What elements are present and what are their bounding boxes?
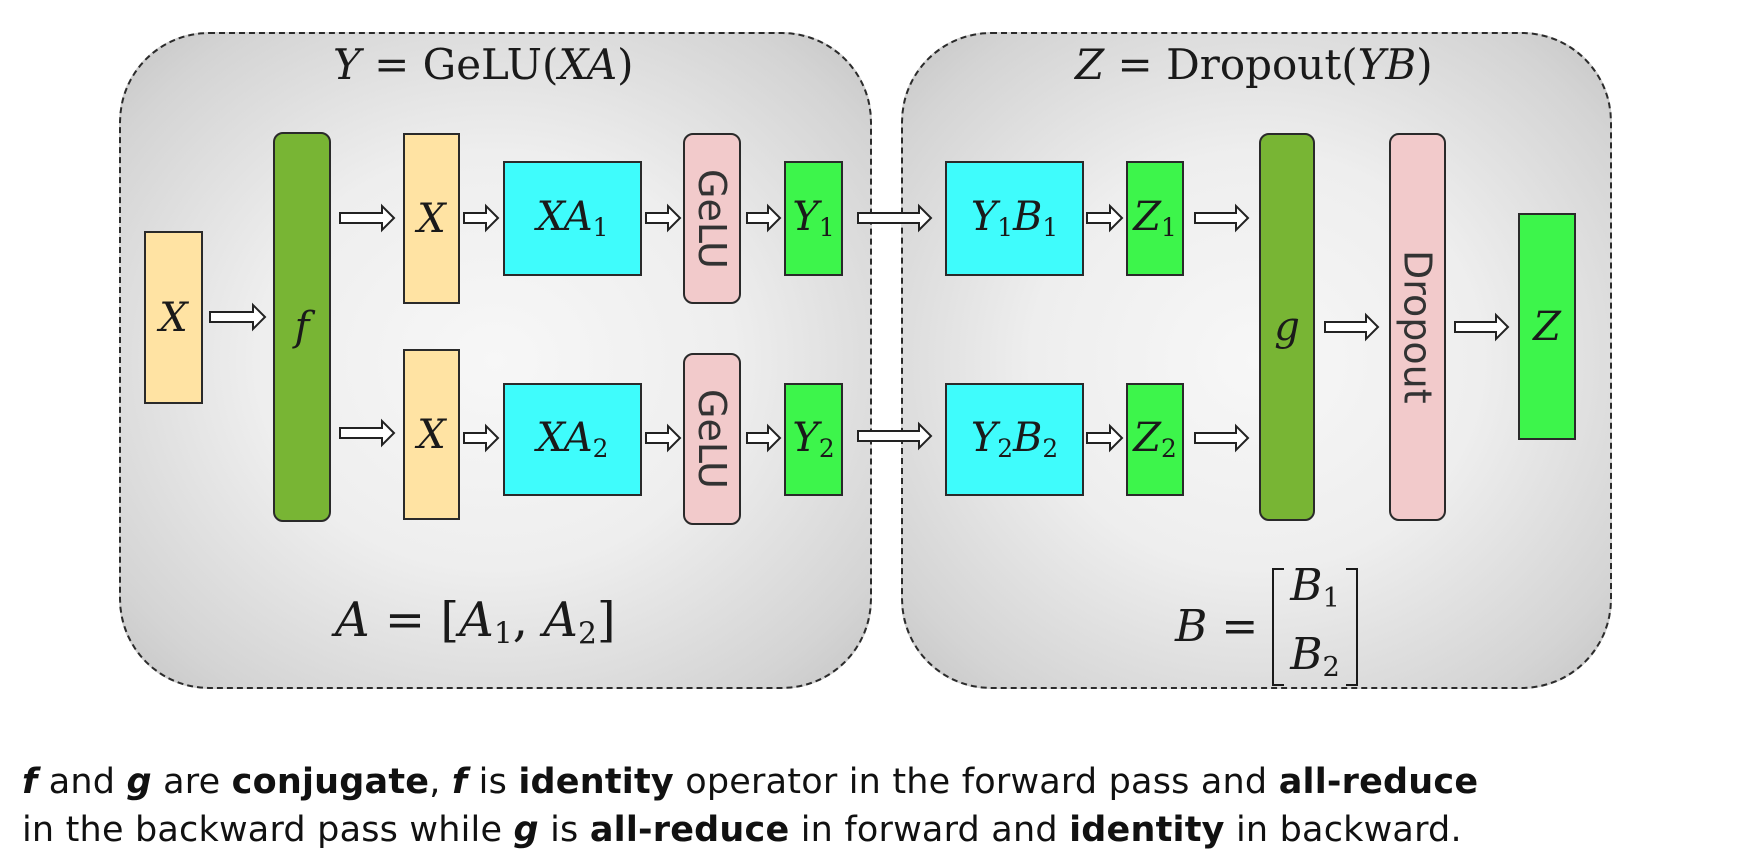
right-panel-title-equation: Z = Dropout(YB) <box>1075 40 1433 89</box>
arrow-y1-to-y1b1 <box>857 203 933 233</box>
gelu-box-2: GeLU <box>683 353 741 525</box>
caption-segment: conjugate <box>231 762 430 802</box>
b-matrix: B1 B2 <box>1272 558 1358 696</box>
eq-symbol: Z <box>1075 40 1105 89</box>
y2-box: Y2 <box>784 383 843 496</box>
arrow-f-to-x2 <box>339 418 396 448</box>
caption-segment: is <box>467 762 519 802</box>
eq-paren: ) <box>1416 40 1433 89</box>
x-copy-box-2: X <box>403 349 460 520</box>
eq-function: GeLU( <box>422 40 559 89</box>
arrow-y2b2-to-z2 <box>1086 423 1124 453</box>
caption-line-1: f and g are conjugate, f is identity ope… <box>22 758 1760 806</box>
arrow-gelu2-to-y2 <box>746 423 782 453</box>
y1-label: Y1 <box>792 194 835 243</box>
eq-argument: XA <box>558 40 618 89</box>
dropout-box: Dropout <box>1389 133 1446 521</box>
caption-segment: g <box>126 762 152 802</box>
x-copy-label: X <box>417 411 446 458</box>
caption-segment: identity <box>1069 810 1225 850</box>
arrow-x-to-f <box>209 302 267 332</box>
z1-label: Z1 <box>1133 194 1177 243</box>
g-operator-box: g <box>1259 133 1315 521</box>
gelu-label: GeLU <box>690 168 734 269</box>
y2-label: Y2 <box>792 415 835 464</box>
x-copy-box-1: X <box>403 133 460 304</box>
y1-box: Y1 <box>784 161 843 276</box>
gelu-label: GeLU <box>690 389 734 489</box>
caption: f and g are conjugate, f is identity ope… <box>22 758 1760 854</box>
arrow-y1b1-to-z1 <box>1086 203 1124 233</box>
eq-operator: = <box>360 40 423 89</box>
caption-segment: all-reduce <box>1278 762 1479 802</box>
eq-paren: ) <box>617 40 634 89</box>
arrow-z2-to-g <box>1194 423 1250 453</box>
arrow-xa1-to-gelu1 <box>645 203 682 233</box>
g-operator-label: g <box>1274 304 1300 350</box>
input-x-label: X <box>159 294 188 341</box>
arrow-y2-to-y2b2 <box>857 421 933 451</box>
dropout-label: Dropout <box>1395 250 1440 404</box>
xa2-matmul-box: XA2 <box>503 383 642 496</box>
input-x-box: X <box>144 231 203 404</box>
caption-segment: is <box>538 810 590 850</box>
y1b1-label: Y1B1 <box>970 194 1059 243</box>
z1-box: Z1 <box>1126 161 1184 276</box>
eq-argument: YB <box>1357 40 1417 89</box>
arrow-x2-to-xa2 <box>463 423 500 453</box>
mlp-second-layer-panel <box>901 32 1612 689</box>
caption-segment: operator in the forward pass and <box>673 762 1279 802</box>
gelu-box-1: GeLU <box>683 133 741 304</box>
output-z-box: Z <box>1518 213 1576 440</box>
output-z-label: Z <box>1533 303 1561 350</box>
caption-segment: and <box>37 762 127 802</box>
x-copy-label: X <box>417 195 446 242</box>
caption-segment: f <box>22 762 38 802</box>
caption-segment: in the backward pass while <box>22 810 514 850</box>
mlp-first-layer-panel <box>119 32 872 689</box>
f-operator-box: f <box>273 132 331 522</box>
y1b1-matmul-box: Y1B1 <box>945 161 1084 276</box>
caption-segment: in backward. <box>1224 810 1462 850</box>
caption-segment: , <box>429 762 452 802</box>
z2-label: Z2 <box>1133 415 1177 464</box>
b-split-equation: B = B1 B2 <box>1175 558 1358 696</box>
arrow-x1-to-xa1 <box>463 203 500 233</box>
arrow-gelu1-to-y1 <box>746 203 782 233</box>
caption-segment: f <box>451 762 468 802</box>
left-panel-title-equation: Y = GeLU(XA) <box>333 40 634 89</box>
eq-operator: = <box>1104 40 1167 89</box>
arrow-g-to-dropout <box>1324 312 1380 342</box>
xa2-label: XA2 <box>536 415 609 464</box>
eq-function: Dropout( <box>1166 40 1358 89</box>
eq-symbol: Y <box>333 40 361 89</box>
xa1-matmul-box: XA1 <box>503 161 642 276</box>
arrow-dropout-to-z <box>1454 312 1510 342</box>
caption-segment: all-reduce <box>589 810 790 850</box>
caption-segment: identity <box>518 762 674 802</box>
caption-segment: are <box>151 762 232 802</box>
caption-line-2: in the backward pass while g is all-redu… <box>22 806 1760 854</box>
caption-segment: g <box>513 810 539 850</box>
caption-segment: in forward and <box>789 810 1070 850</box>
arrow-z1-to-g <box>1194 203 1250 233</box>
arrow-xa2-to-gelu2 <box>645 423 682 453</box>
y2b2-matmul-box: Y2B2 <box>945 383 1084 496</box>
arrow-f-to-x1 <box>339 203 396 233</box>
xa1-label: XA1 <box>536 194 609 243</box>
z2-box: Z2 <box>1126 383 1184 496</box>
y2b2-label: Y2B2 <box>970 415 1059 464</box>
f-operator-label: f <box>294 304 310 350</box>
a-split-equation: A = [A1, A2] <box>335 592 616 652</box>
